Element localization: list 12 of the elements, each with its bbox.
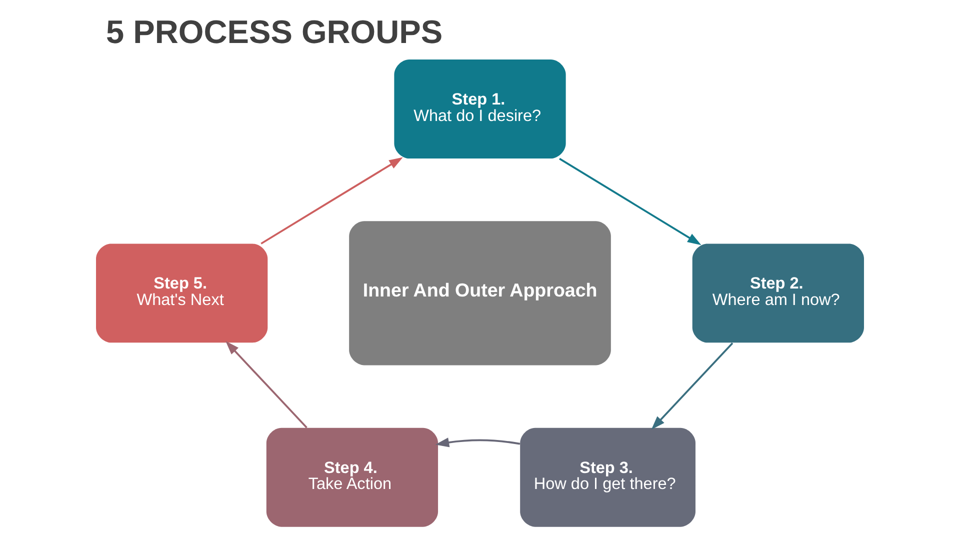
arrow <box>559 158 702 246</box>
node-box: Step 4. Take Action <box>266 428 438 527</box>
arrow <box>651 342 734 430</box>
diagram-title: 5 PROCESS GROUPS <box>106 14 443 50</box>
arrow <box>435 438 520 448</box>
arrow <box>260 157 403 244</box>
node-box: Step 3. How do I get there? <box>520 428 696 527</box>
node-box: Inner And Outer Approach <box>349 221 611 366</box>
node-box: Step 2. Where am I now? <box>692 244 864 343</box>
arrow <box>226 341 308 428</box>
node-box: Step 1. What do I desire? <box>394 60 566 158</box>
node-box: Step 5. What's Next <box>96 244 268 343</box>
